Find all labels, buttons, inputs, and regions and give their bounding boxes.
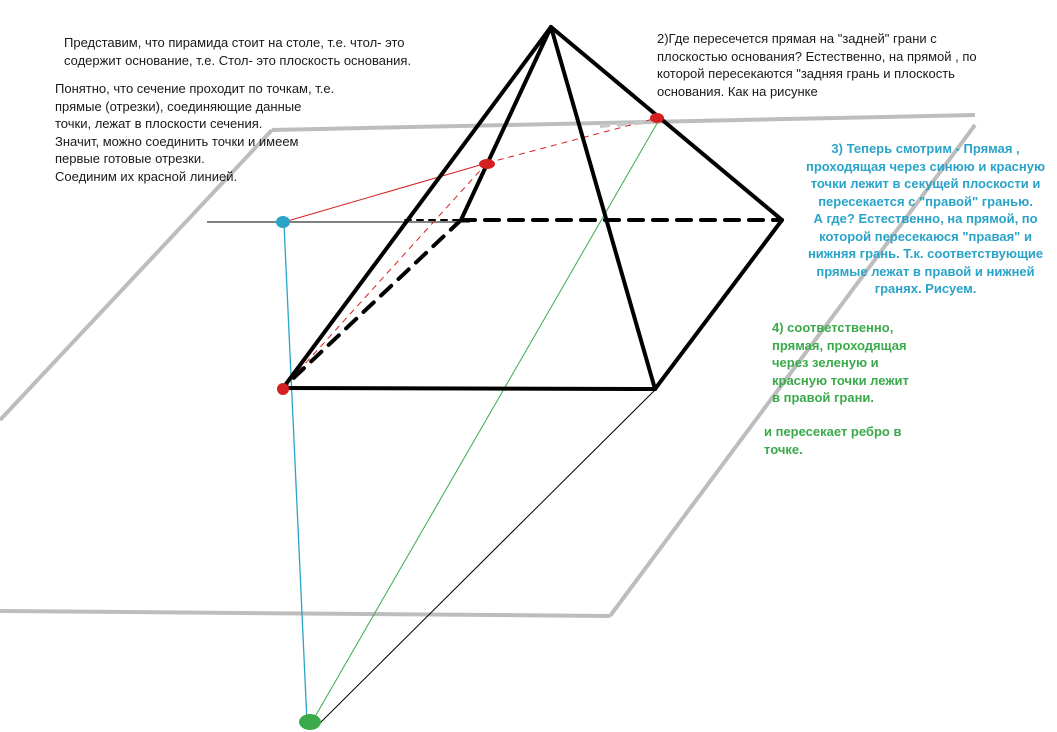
note-step1: Понятно, что сечение проходит по точкам,… [55,81,335,184]
auxiliary-line-diagonal [314,389,656,729]
plane-edge-bottom [0,609,611,618]
edge-base-front [281,386,657,391]
red-point-edge [479,159,495,169]
edge-base-right [653,218,784,391]
section-line-red-to-base [282,162,488,389]
edge-base-left-hidden [281,218,463,390]
pyramid [281,25,784,391]
note-step4-continued: и пересекает ребро в точке. [764,424,902,457]
note-step3: 3) Теперь смотрим - Прямая , проходящая … [806,141,1046,296]
section-line-red-to-back [486,117,658,164]
edge-apex-back-left [459,25,553,222]
green-point [299,714,321,730]
blue-point [276,216,290,228]
blue-line [283,223,308,723]
plane-edge-left [0,128,274,422]
plane-edge-right [608,123,977,618]
note-step4: 4) соответственно, прямая, проходящая че… [772,320,909,405]
red-point-base [277,383,289,395]
edge-apex-front-left [281,25,553,390]
green-line [311,119,660,723]
section-line-blue-to-red [283,162,488,223]
edge-apex-front-right [549,25,657,391]
edge-apex-back-right [549,25,784,222]
red-point-back [650,113,664,123]
note-step2: 2)Где пересечется прямая на "задней" гра… [657,31,977,99]
note-intro: Представим, что пирамида стоит на столе,… [64,35,412,68]
